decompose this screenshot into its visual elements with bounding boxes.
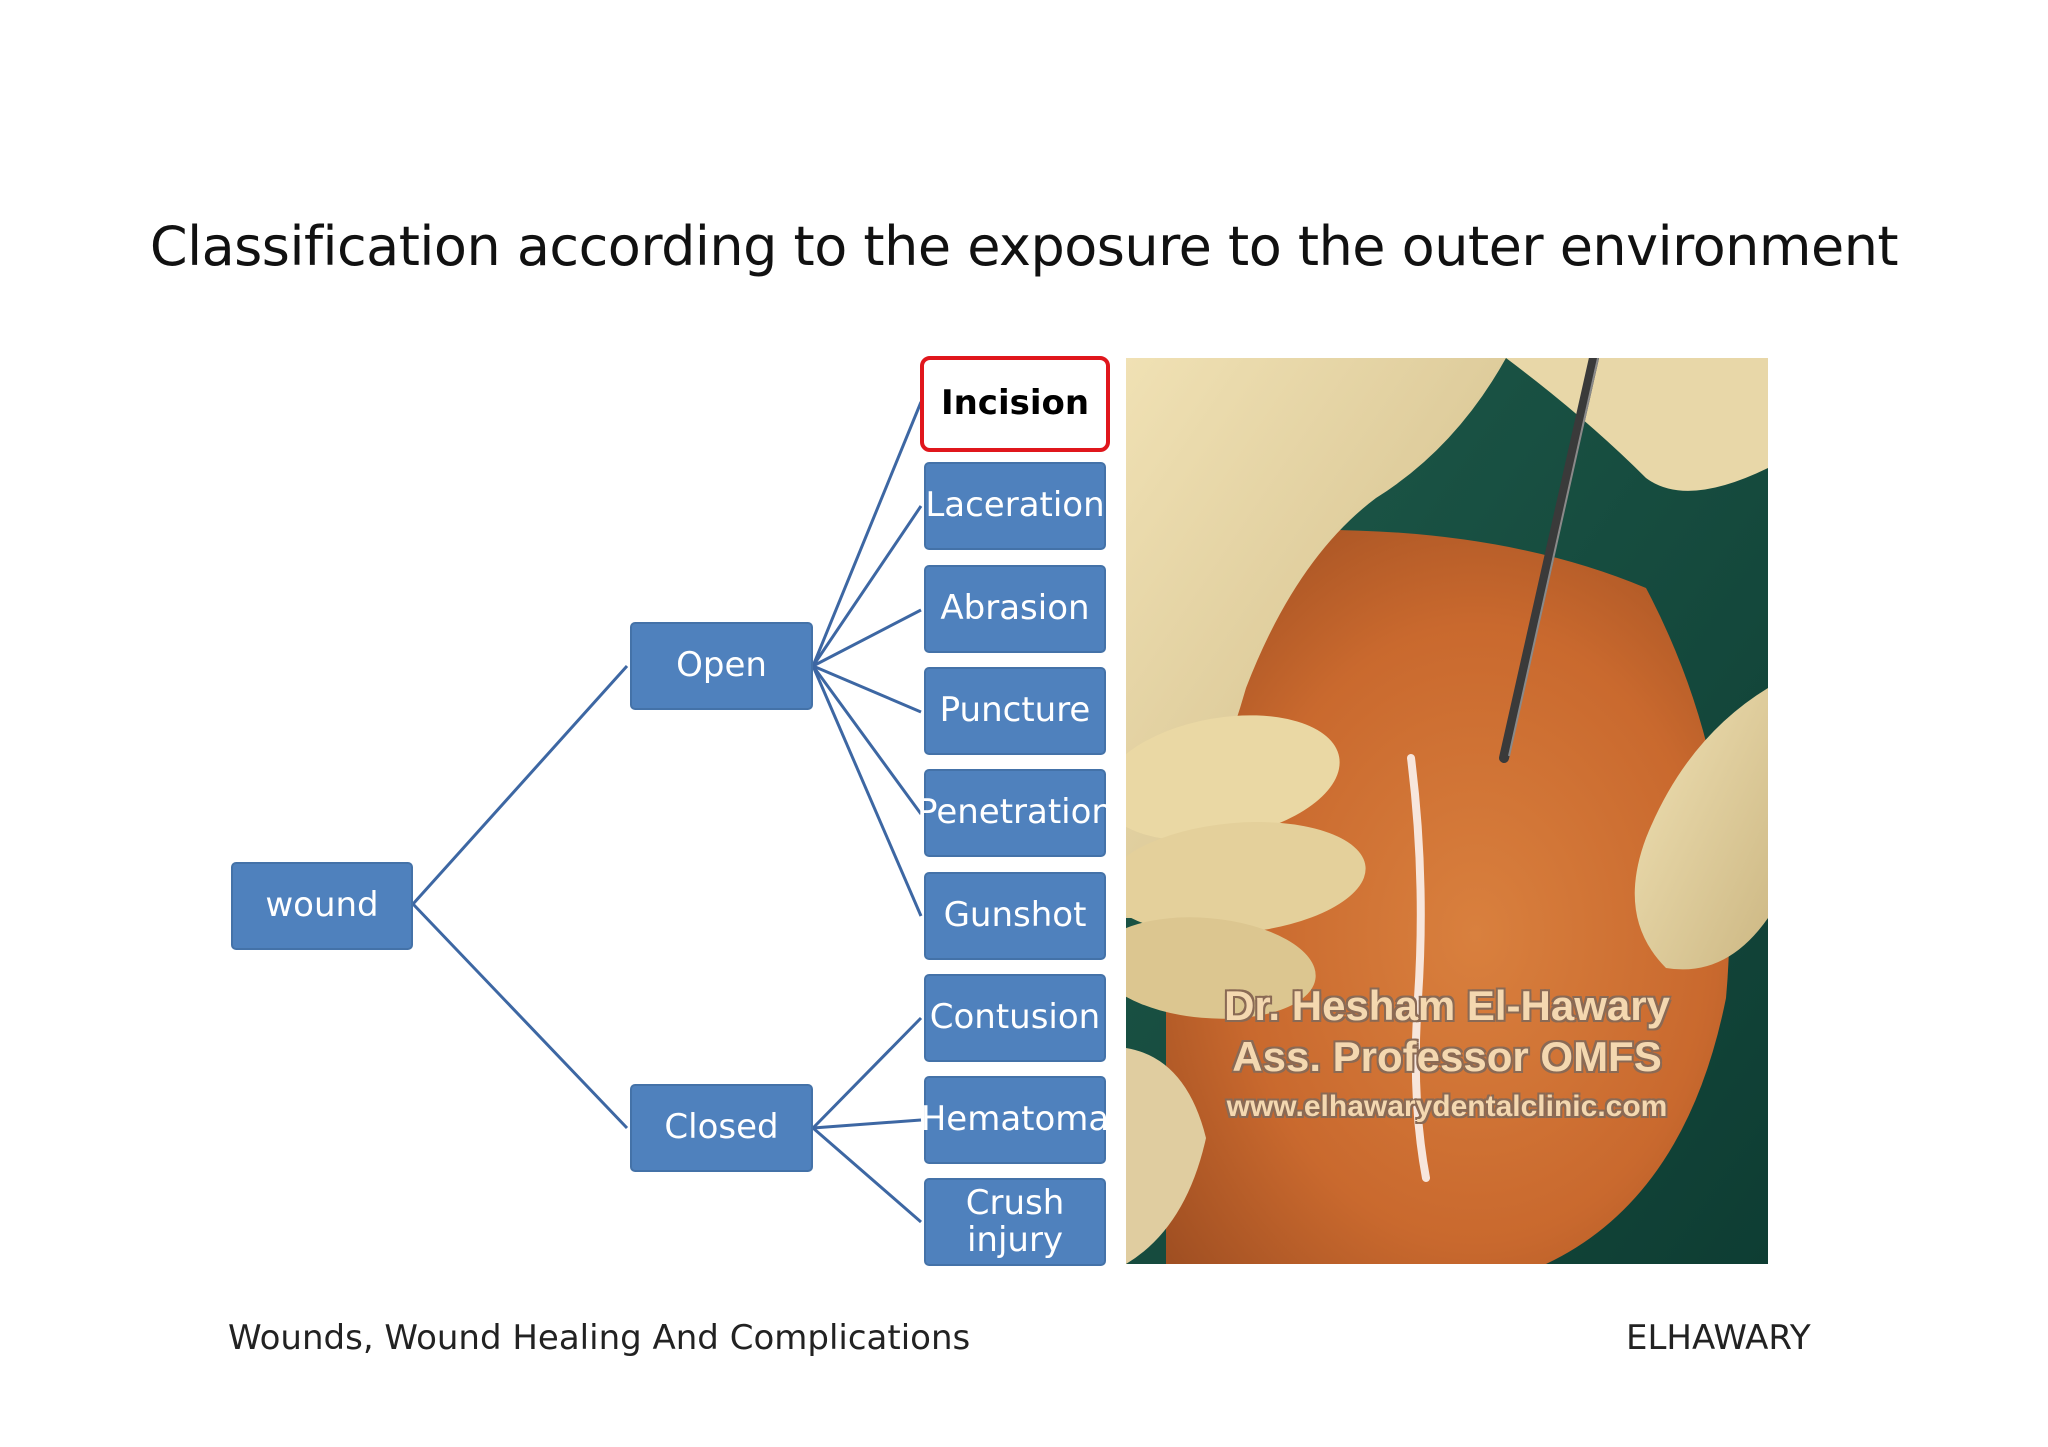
connector-open-penetration <box>811 665 923 815</box>
connector-open-puncture <box>812 664 922 714</box>
node-closed: Closed <box>630 1084 813 1172</box>
connector-closed-contusion <box>811 1016 923 1130</box>
connector-open-abrasion <box>812 608 922 668</box>
connector-closed-hematoma <box>812 1118 922 1130</box>
node-penetration-label: Penetration <box>917 792 1113 833</box>
node-crush-injury-label: Crush injury <box>965 1182 1065 1260</box>
node-open: Open <box>630 622 813 710</box>
node-puncture-label: Puncture <box>939 690 1091 731</box>
node-incision: Incision <box>920 356 1110 452</box>
node-laceration: Laceration <box>924 462 1106 550</box>
slide-title: Classification according to the exposure… <box>149 215 1899 278</box>
node-open-label: Open <box>676 645 767 686</box>
photo-watermark-name: Dr. Hesham El-Hawary <box>1224 982 1670 1029</box>
photo-watermark-title: Ass. Professor OMFS <box>1232 1033 1662 1080</box>
node-incision-label: Incision <box>940 383 1090 424</box>
node-wound-label: wound <box>265 885 379 926</box>
node-abrasion: Abrasion <box>924 565 1106 653</box>
node-laceration-label: Laceration <box>925 485 1105 526</box>
connector-closed-crush <box>812 1126 922 1224</box>
node-contusion: Contusion <box>924 974 1106 1062</box>
footer-author: ELHAWARY <box>1626 1318 1811 1358</box>
node-gunshot-label: Gunshot <box>943 895 1087 936</box>
connector-wound-open <box>411 664 629 906</box>
node-crush-injury: Crush injury <box>924 1178 1106 1266</box>
node-contusion-label: Contusion <box>929 997 1101 1038</box>
connector-open-gunshot <box>811 665 923 917</box>
node-gunshot: Gunshot <box>924 872 1106 960</box>
connector-open-incision <box>811 401 923 667</box>
node-abrasion-label: Abrasion <box>940 588 1090 629</box>
footer-course-title: Wounds, Wound Healing And Complications <box>228 1318 971 1358</box>
node-hematoma-label: Hematoma <box>920 1099 1110 1140</box>
photo-illustration <box>1126 358 1768 1264</box>
connector-open-laceration <box>811 505 923 667</box>
node-puncture: Puncture <box>924 667 1106 755</box>
photo-watermark-url: www.elhawarydentalclinic.com <box>1226 1090 1668 1123</box>
node-hematoma: Hematoma <box>921 1076 1109 1164</box>
node-penetration: Penetration <box>917 769 1113 857</box>
node-wound: wound <box>231 862 413 950</box>
node-closed-label: Closed <box>664 1107 779 1148</box>
surgical-incision-photo <box>1126 358 1768 1264</box>
connector-wound-closed <box>411 902 629 1130</box>
